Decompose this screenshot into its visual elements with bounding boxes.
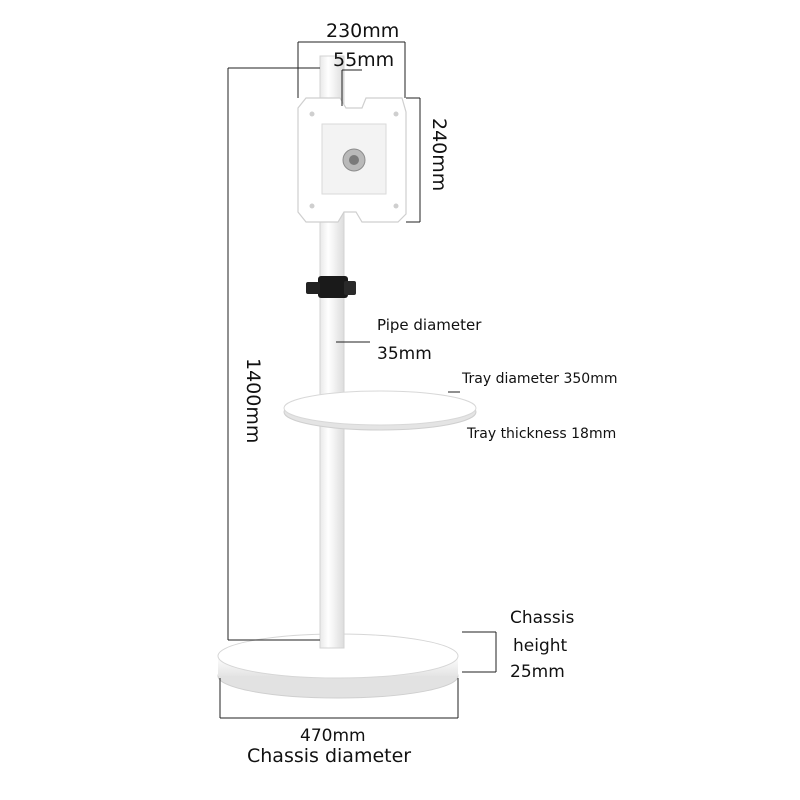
dimension-lines bbox=[219, 41, 497, 719]
tray-diameter-label: Tray diameter 350mm bbox=[462, 371, 618, 387]
tray bbox=[283, 390, 477, 431]
chassis-diameter-label: Chassis diameter bbox=[247, 745, 412, 767]
height-clamp bbox=[306, 276, 356, 298]
mount-height-label: 240mm bbox=[428, 118, 450, 192]
tray-thickness-label: Tray thickness 18mm bbox=[467, 426, 617, 442]
chassis-height-value: 25mm bbox=[510, 662, 565, 682]
chassis-height-line1: Chassis bbox=[510, 608, 575, 628]
chassis-base bbox=[217, 633, 459, 699]
vesa-mount-plate bbox=[297, 97, 407, 223]
chassis-diameter-value: 470mm bbox=[300, 726, 366, 746]
mount-width-label: 230mm bbox=[326, 20, 400, 42]
mount-center-label: 55mm bbox=[333, 49, 395, 71]
pipe-diameter-value: 35mm bbox=[377, 344, 432, 364]
total-height-label: 1400mm bbox=[242, 358, 264, 444]
pipe-diameter-label: Pipe diameter bbox=[377, 316, 482, 334]
chassis-height-line2: height bbox=[513, 636, 568, 656]
